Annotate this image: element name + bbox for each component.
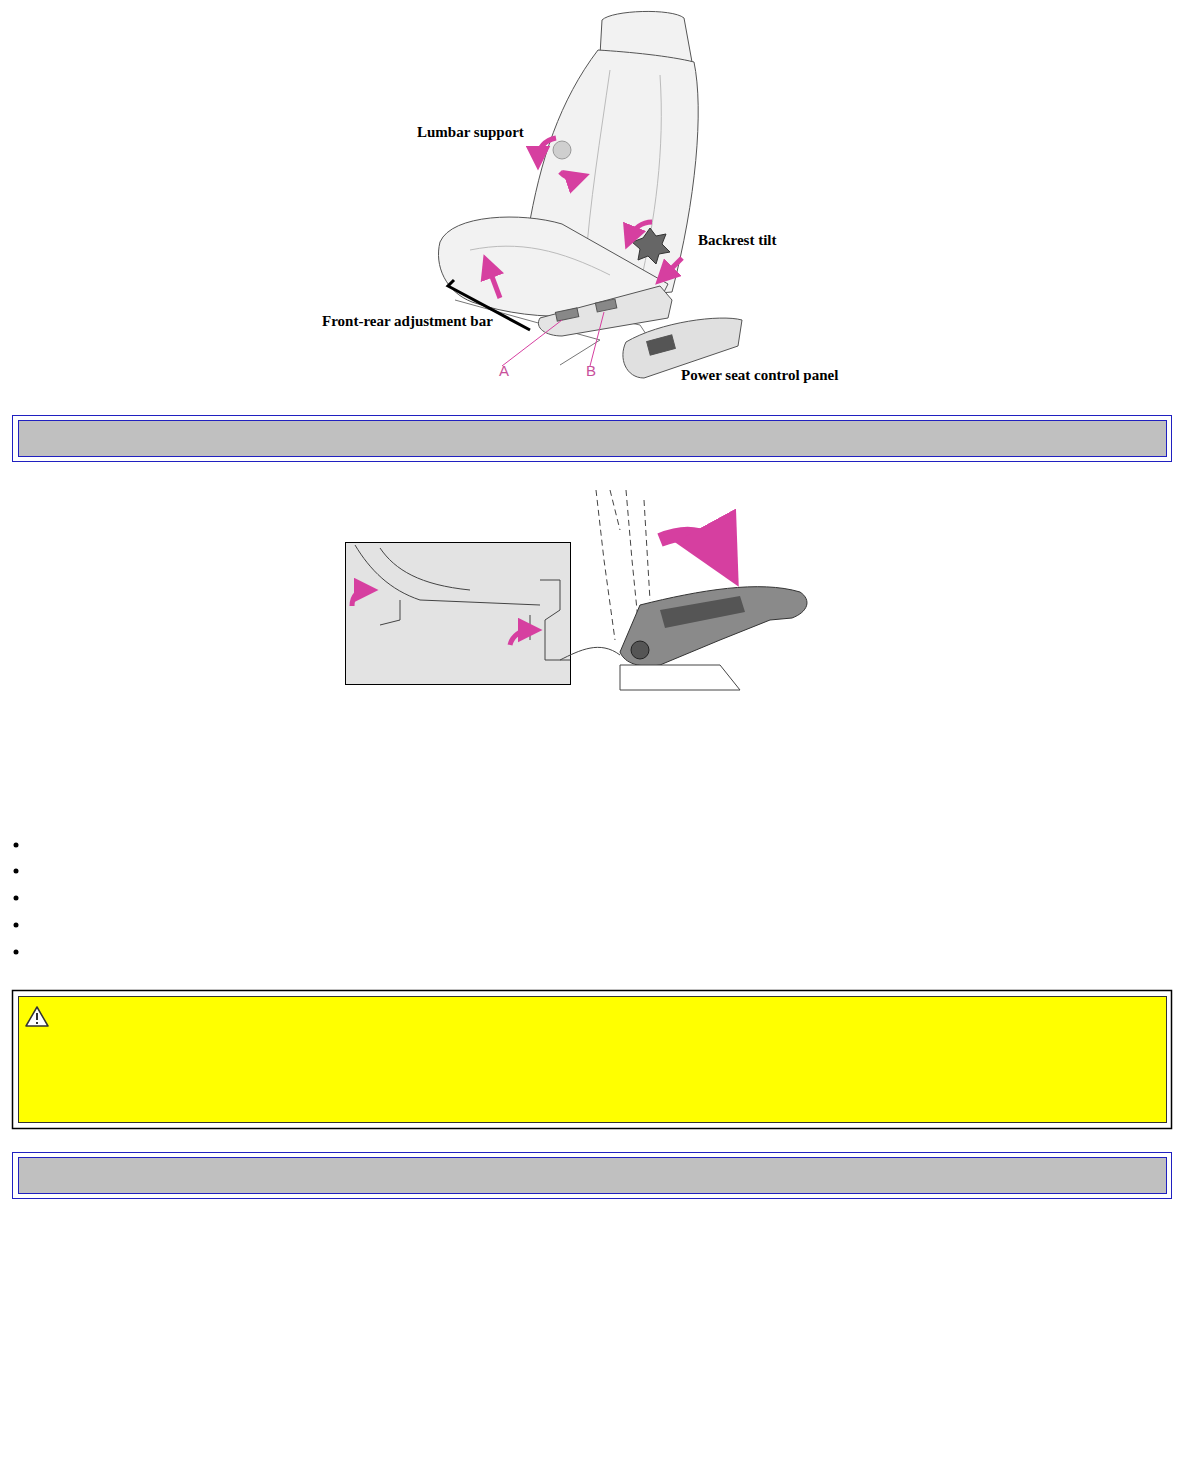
bullet-list xyxy=(14,843,19,955)
part-label: Power seat control panel xyxy=(679,367,840,384)
header-bar-frame xyxy=(13,416,1172,462)
warning-icon xyxy=(26,1007,48,1026)
part-label: Front-rear adjustment bar xyxy=(320,313,495,330)
callout-letter: A xyxy=(497,363,511,380)
leader-lines xyxy=(502,312,604,366)
fold-illustration xyxy=(346,490,807,690)
adjustment-arrows xyxy=(488,138,682,298)
header-bar-frame xyxy=(13,1153,1172,1199)
header-bar xyxy=(19,421,1167,457)
header-bar xyxy=(19,1158,1167,1194)
warning-frame xyxy=(13,991,1172,1129)
part-label: Lumbar support xyxy=(415,124,526,141)
part-label: Backrest tilt xyxy=(696,232,778,249)
warning-box xyxy=(19,997,1167,1123)
callout-letter: B xyxy=(584,363,598,380)
